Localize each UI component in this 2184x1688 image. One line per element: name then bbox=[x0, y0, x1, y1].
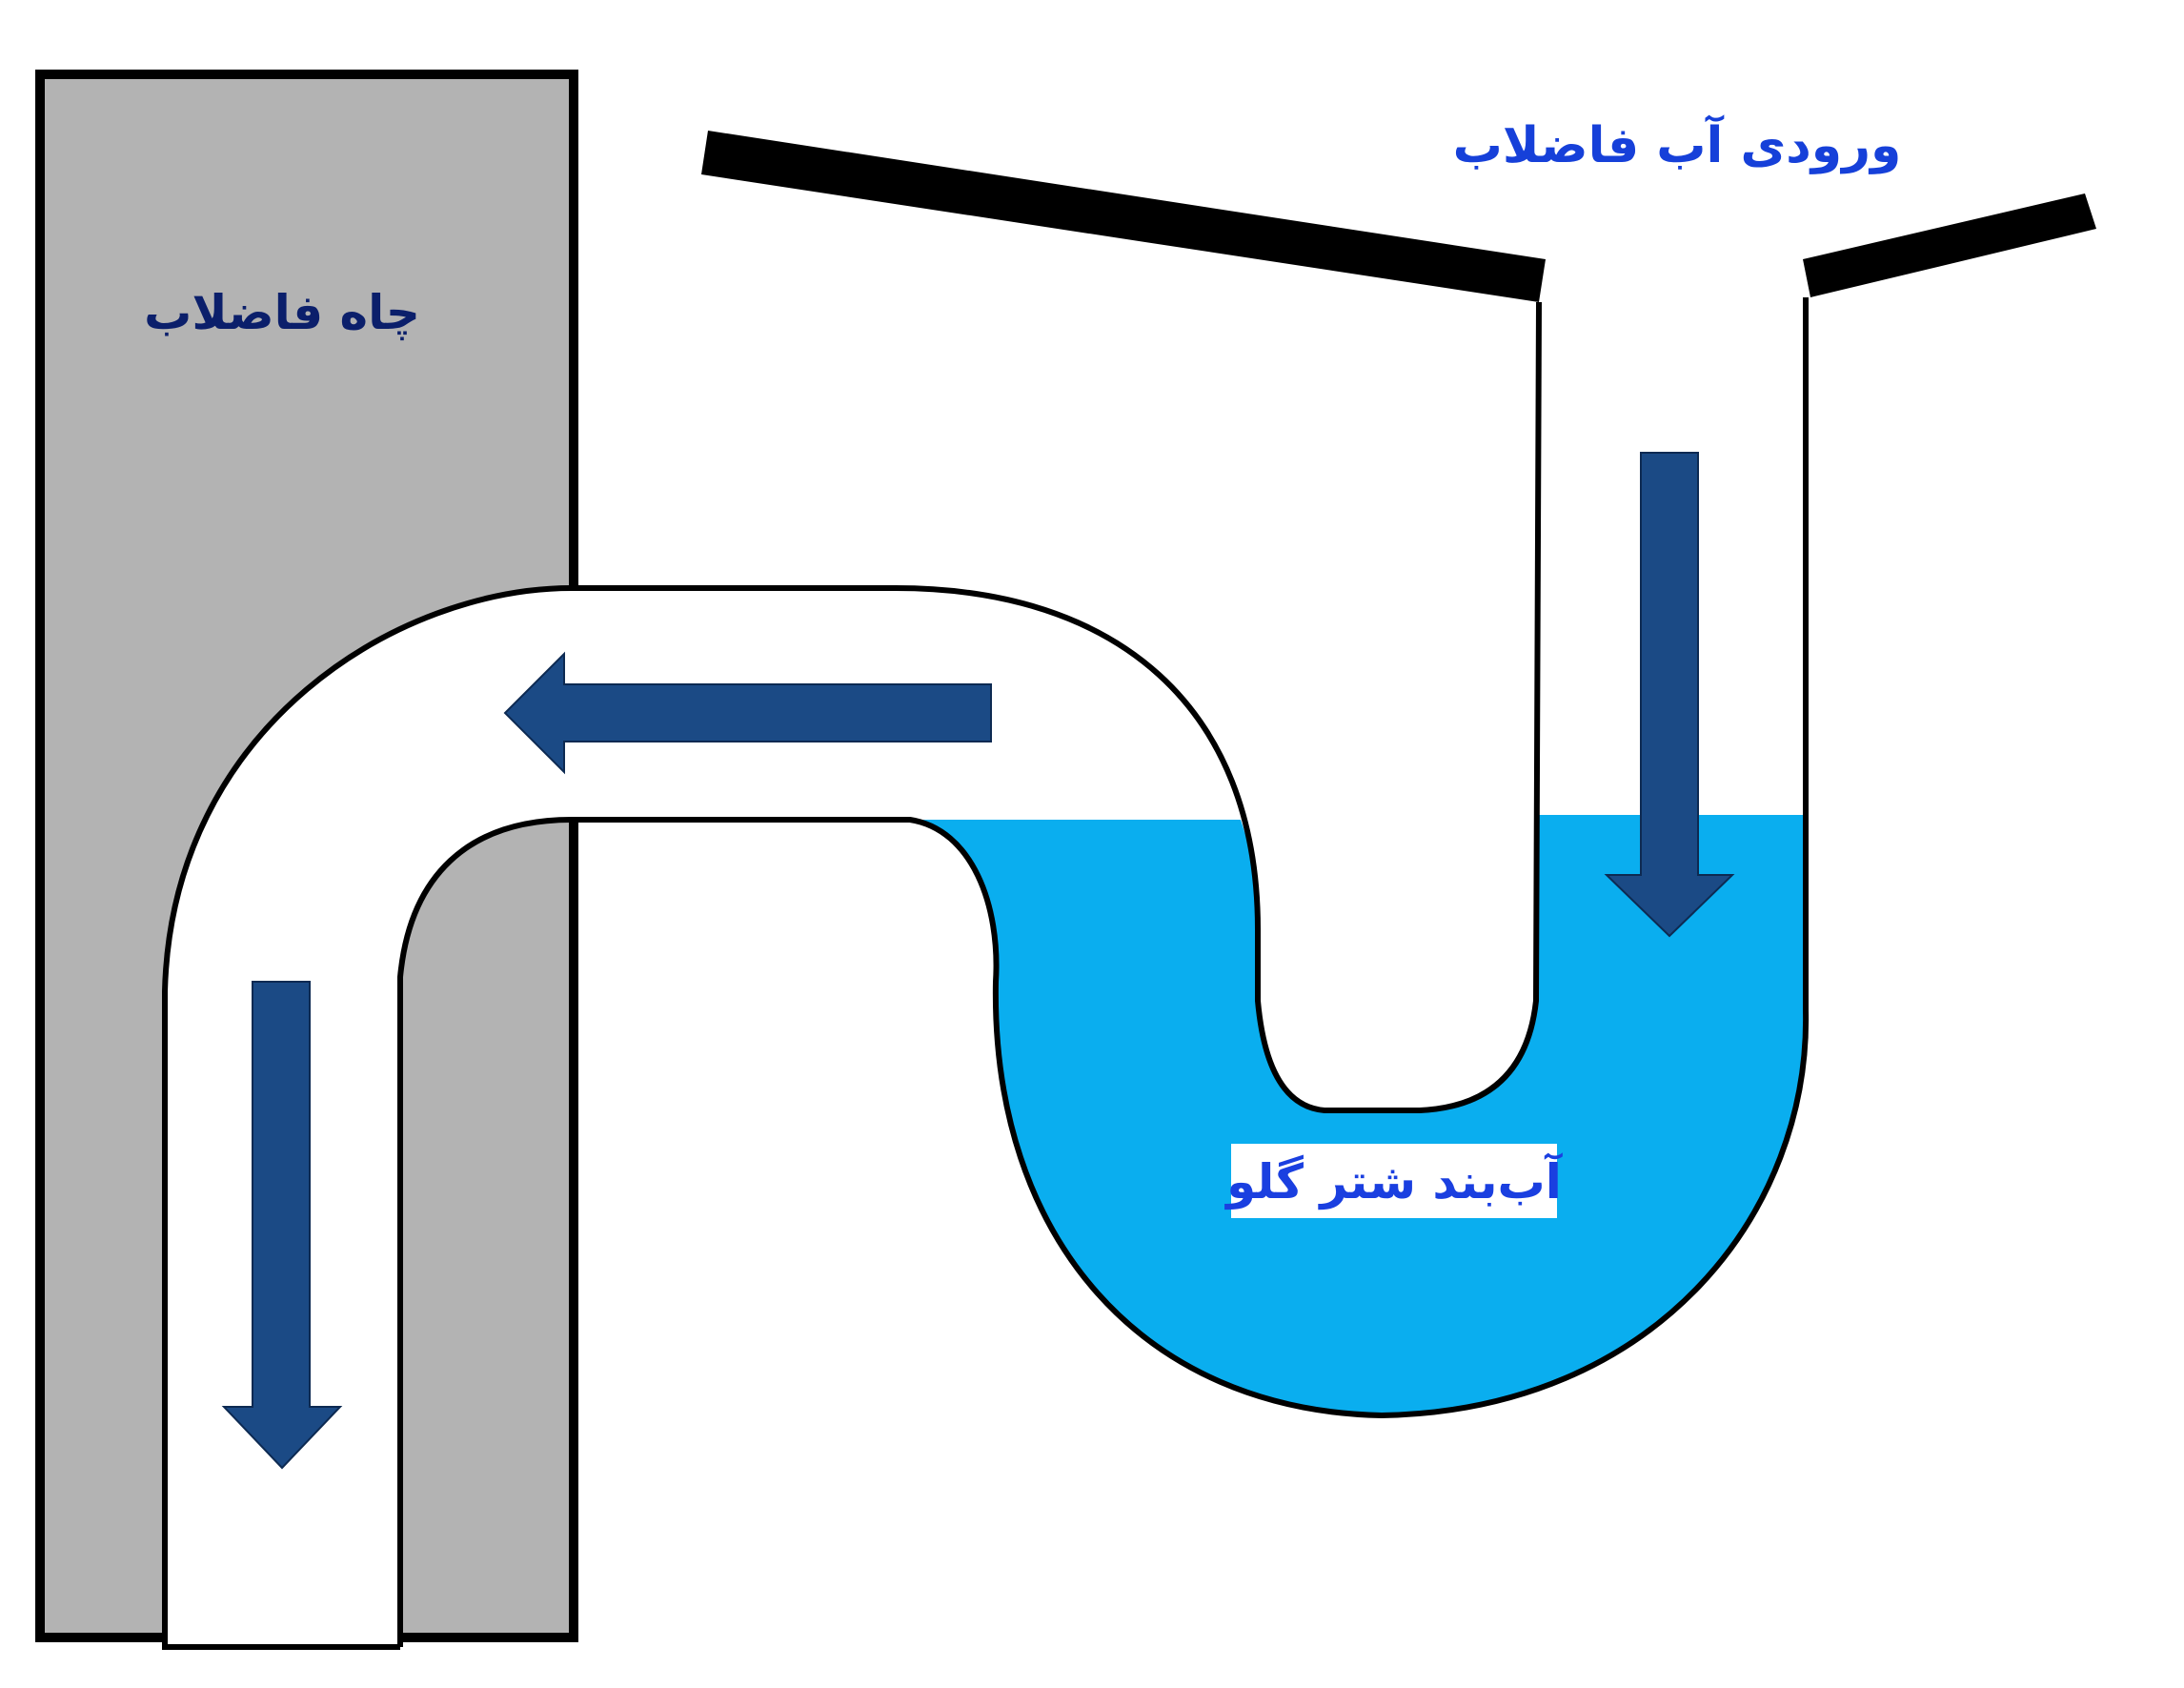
pipe-outline-elbow-inner bbox=[397, 817, 573, 1647]
trap-water bbox=[910, 815, 1807, 1415]
floor-slope-right bbox=[1803, 193, 2096, 297]
arrow-down-inlet-icon bbox=[1604, 452, 1735, 938]
arrow-down-outlet-icon bbox=[221, 981, 343, 1470]
pipe-outline-inner bbox=[572, 301, 1542, 1113]
pipe-outline-outer bbox=[572, 297, 1810, 1419]
trap-seal-label-bg bbox=[1231, 1144, 1557, 1218]
arrow-left-horizontal-icon bbox=[503, 651, 992, 775]
trap-seal-label: آب‌بند شتر گلو bbox=[1223, 1152, 1564, 1210]
pipe-outline-elbow-outer bbox=[162, 585, 573, 1650]
wastewater-inlet-label: ورودی آب فاضلاب bbox=[1453, 114, 1902, 174]
floor-slope-left bbox=[701, 131, 1546, 302]
sewer-well-label: چاه فاضلاب bbox=[144, 285, 420, 340]
